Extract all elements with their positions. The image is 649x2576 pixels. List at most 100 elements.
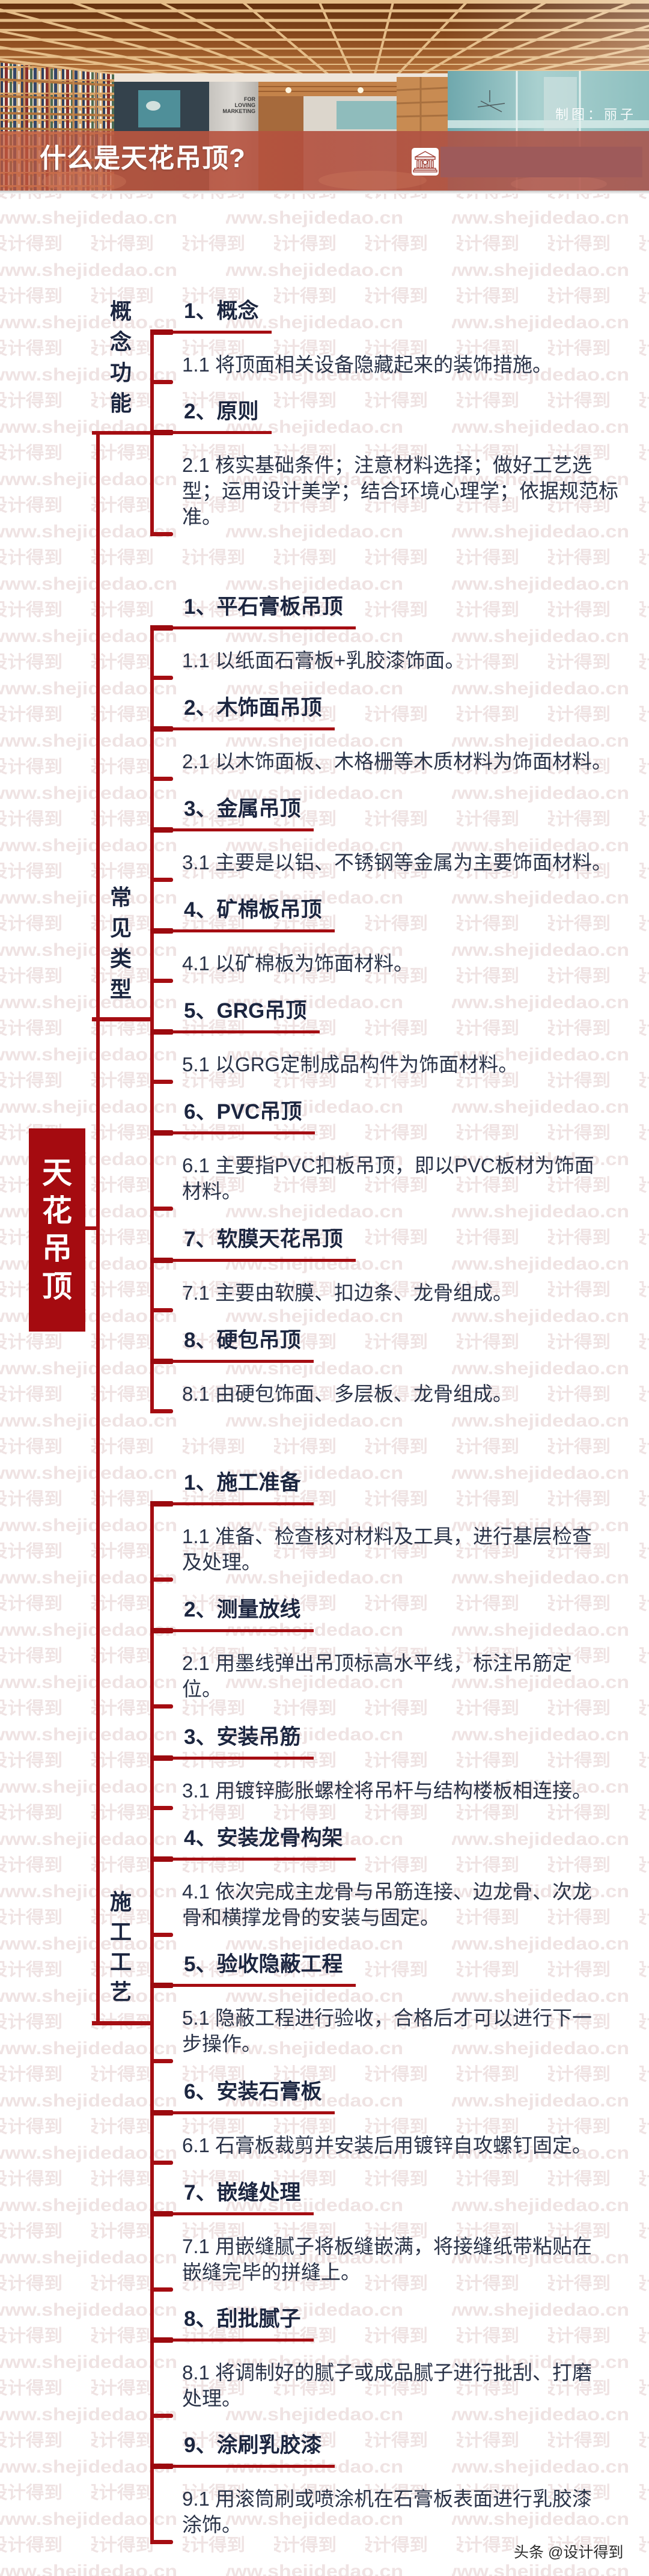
item-description: 7.1 主要由软膜、扣边条、龙骨组成。 [182,1280,513,1306]
tick-mark [150,1933,173,1937]
list-item: 7、嵌缝处理 7.1 用嵌缝腻子将板缝嵌满，将接缝纸带粘贴在 嵌缝完毕的拼缝上。 [150,2181,592,2292]
description-line: 嵌缝完毕的拼缝上。 [182,2261,361,2283]
description-line: 材料。 [182,1180,242,1202]
photo-sign-text: FOR [244,96,255,102]
item-description: 4.1 依次完成主龙骨与吊筋连接、边龙骨、次龙 骨和横撑龙骨的安装与固定。 [182,1879,592,1930]
item-description: 5.1 以GRG定制成品构件为饰面材料。 [182,1051,518,1077]
item-description: 6.1 石膏板裁剪并安装后用镀锌自攻螺钉固定。 [182,2132,592,2158]
list-item: 2、原则 2.1 核实基础条件；注意材料选择；做好工艺选 型；运用设计美学；结合… [150,400,618,536]
main-trunk-line [96,431,100,2025]
item-heading: 3、安装吊筋 [150,1725,314,1761]
description-line: 型；运用设计美学；结合环境心理学；依据规范标 [182,480,618,502]
building-lightbulb-icon [413,151,437,173]
description-line: 1.1 将顶面相关设备隐藏起来的装饰措施。 [182,353,553,376]
tick-mark [150,777,173,781]
description-line: 6.1 石膏板裁剪并安装后用镀锌自攻螺钉固定。 [182,2134,593,2156]
description-line: 1.1 准备、检查核对材料及工具，进行基层检查 [182,1525,593,1547]
description-line: 8.1 由硬包饰面、多层板、龙骨组成。 [182,1383,513,1405]
tick-mark [150,878,173,882]
item-heading: 6、PVC吊顶 [150,1100,315,1136]
description-line: 2.1 用墨线弹出吊顶标高水平线，标注吊筋定 [182,1652,573,1674]
description-line: 2.1 以木饰面板、木格栅等木质材料为饰面材料。 [182,750,612,772]
description-line: 位。 [182,1678,222,1700]
tick-mark [150,1409,173,1413]
tick-mark [150,1704,173,1709]
item-heading: 6、安装石膏板 [150,2080,335,2116]
item-heading: 4、矿棉板吊顶 [150,898,335,934]
tick-mark [150,1080,173,1084]
list-item: 3、安装吊筋 3.1 用镀锌膨胀螺栓将吊杆与结构楼板相连接。 [150,1725,592,1810]
tick-mark [150,2414,173,2418]
item-description: 1.1 准备、检查核对材料及工具，进行基层检查 及处理。 [182,1523,592,1575]
author-credit: 制图：丽子 [555,107,637,122]
section-label-concept: 概念功能 [109,299,132,415]
list-item: 8、硬包吊顶 8.1 由硬包饰面、多层板、龙骨组成。 [150,1329,513,1413]
description-line: 9.1 用滚筒刷或喷涂机在石膏板表面进行乳胶漆 [182,2488,593,2510]
item-heading: 8、硬包吊顶 [150,1329,314,1364]
description-line: 涂饰。 [182,2513,242,2536]
tick-mark [150,2287,173,2292]
item-description: 2.1 以木饰面板、木格栅等木质材料为饰面材料。 [182,748,612,774]
tick-mark [150,2540,173,2544]
section-trunk-line [150,627,154,1413]
item-description: 5.1 隐蔽工程进行验收，合格后才可以进行下一 步操作。 [182,2005,592,2057]
item-description: 4.1 以矿棉板为饰面材料。 [182,950,413,976]
list-item: 1、施工准备 1.1 准备、检查核对材料及工具，进行基层检查 及处理。 [150,1471,592,1582]
watermark: www.shejidedao.cn 设计得到 [0,194,649,2576]
section-connector-bar [92,431,154,435]
icon-badge [412,148,439,176]
description-line: 5.1 以GRG定制成品构件为饰面材料。 [182,1053,519,1075]
list-item: 2、木饰面吊顶 2.1 以木饰面板、木格栅等木质材料为饰面材料。 [150,696,612,781]
page-title: 什么是天花吊顶? [40,144,246,173]
list-item: 2、测量放线 2.1 用墨线弹出吊顶标高水平线，标注吊筋定 位。 [150,1598,572,1709]
list-item: 3、金属吊顶 3.1 主要是以铝、不锈钢等金属为主要饰面材料。 [150,797,612,882]
item-heading: 1、概念 [150,299,272,335]
list-item: 6、PVC吊顶 6.1 主要指PVC扣板吊顶，即以PVC板材为饰面 材料。 [150,1100,594,1211]
description-line: 骨和横撑龙骨的安装与固定。 [182,1906,440,1929]
root-label: 天花吊顶 [42,1156,72,1303]
description-line: 8.1 将调制好的腻子或成品腻子进行批刮、打磨 [182,2361,593,2384]
list-item: 8、刮批腻子 8.1 将调制好的腻子或成品腻子进行批刮、打磨 处理。 [150,2307,592,2418]
header-banner: FOR LOVING MARKETING [0,0,649,191]
description-line: 3.1 主要是以铝、不锈钢等金属为主要饰面材料。 [182,851,612,873]
item-heading: 1、平石膏板吊顶 [150,595,356,631]
description-line: 4.1 依次完成主龙骨与吊筋连接、边龙骨、次龙 [182,1880,593,1903]
item-heading: 3、金属吊顶 [150,797,314,833]
root-connector-line [85,1226,98,1230]
description-line: 6.1 主要指PVC扣板吊顶，即以PVC板材为饰面 [182,1154,594,1176]
item-description: 1.1 以纸面石膏板+乳胶漆饰面。 [182,647,465,673]
list-item: 7、软膜天花吊顶 7.1 主要由软膜、扣边条、龙骨组成。 [150,1228,513,1312]
tick-mark [150,979,173,983]
item-description: 3.1 主要是以铝、不锈钢等金属为主要饰面材料。 [182,849,612,875]
tick-mark [150,1806,173,1810]
section-label-process: 施工工艺 [109,1889,132,2004]
tick-mark [150,380,173,384]
description-line: 5.1 隐蔽工程进行验收，合格后才可以进行下一 [182,2007,593,2029]
list-item: 4、矿棉板吊顶 4.1 以矿棉板为饰面材料。 [150,898,413,983]
section-connector-bar [92,2021,154,2025]
tick-mark [150,2161,173,2165]
item-description: 2.1 用墨线弹出吊顶标高水平线，标注吊筋定 位。 [182,1650,572,1702]
description-line: 2.1 核实基础条件；注意材料选择；做好工艺选 [182,454,593,476]
description-line: 7.1 用嵌缝腻子将板缝嵌满，将接缝纸带粘贴在 [182,2235,593,2257]
item-description: 3.1 用镀锌膨胀螺栓将吊杆与结构楼板相连接。 [182,1778,592,1804]
item-description: 6.1 主要指PVC扣板吊顶，即以PVC板材为饰面 材料。 [182,1152,594,1204]
item-heading: 5、验收隐蔽工程 [150,1953,356,1988]
photo-sign-text: LOVING [234,102,255,108]
section-label-types: 常见类型 [109,885,132,1002]
item-heading: 4、安装龙骨构架 [150,1826,356,1862]
list-item: 1、平石膏板吊顶 1.1 以纸面石膏板+乳胶漆饰面。 [150,595,465,680]
item-heading: 7、软膜天花吊顶 [150,1228,356,1263]
tick-mark [150,1308,173,1312]
description-line: 3.1 用镀锌膨胀螺栓将吊杆与结构楼板相连接。 [182,1779,593,1802]
description-line: 及处理。 [182,1551,261,1573]
item-heading: 2、测量放线 [150,1598,314,1633]
banner-shadow-divider [0,191,649,194]
tick-mark [150,1577,173,1582]
tick-mark [150,532,173,536]
item-heading: 2、原则 [150,400,272,435]
item-description: 8.1 将调制好的腻子或成品腻子进行批刮、打磨 处理。 [182,2360,592,2411]
item-description: 7.1 用嵌缝腻子将板缝嵌满，将接缝纸带粘贴在 嵌缝完毕的拼缝上。 [182,2233,592,2285]
